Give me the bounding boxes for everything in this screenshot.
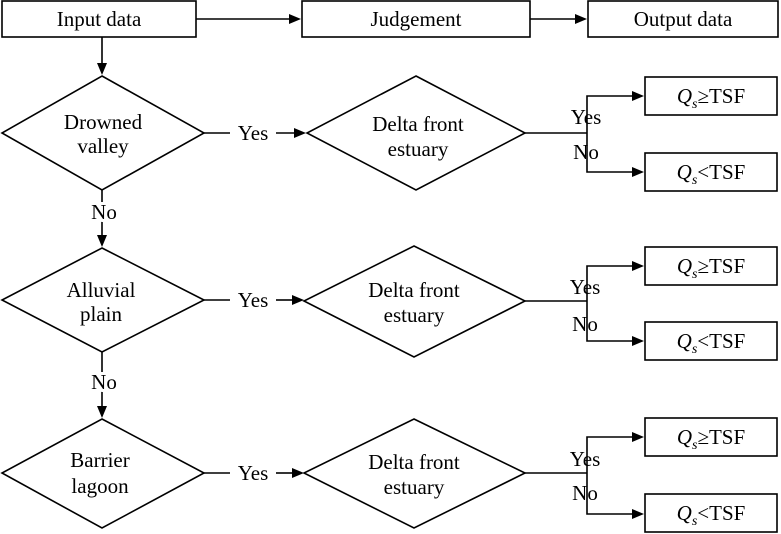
judgement-box (301, 0, 531, 38)
q-subscript: s (692, 342, 698, 357)
output-data-label: Output data (634, 7, 733, 31)
judgement-2-line2: estuary (384, 303, 445, 327)
connector (586, 265, 632, 301)
judgement-3-line1: Delta front (368, 450, 460, 474)
result-1-no-text: Qs<TSF (677, 160, 746, 188)
q-symbol: Q (677, 425, 692, 449)
result-text: <TSF (697, 329, 745, 353)
judgement-2-line1: Delta front (368, 278, 460, 302)
result-yes-label-1: Yes (571, 105, 602, 129)
result-no-label-2: No (572, 312, 598, 336)
arrowhead (292, 295, 304, 305)
arrowhead (294, 128, 306, 138)
arrowhead (632, 261, 644, 271)
result-text: ≥TSF (697, 254, 745, 278)
condition-1-line2: valley (77, 134, 129, 158)
result-no-label-3: No (572, 481, 598, 505)
arrowhead (97, 406, 107, 418)
result-3-yes-text: Qs≥TSF (677, 425, 745, 453)
connector (586, 95, 632, 133)
arrowhead (632, 91, 644, 101)
branch-yes-3: Yes (238, 461, 269, 485)
result-3-no-text: Qs<TSF (677, 501, 746, 529)
result-1-yes-text: Qs≥TSF (677, 84, 745, 112)
connector (586, 473, 632, 515)
q-symbol: Q (677, 329, 692, 353)
judgement-diamond-2 (302, 245, 527, 358)
q-symbol: Q (677, 84, 692, 108)
result-box-1-yes (644, 76, 778, 116)
branch-yes-2: Yes (238, 288, 269, 312)
q-subscript: s (692, 514, 698, 529)
judgement-label: Judgement (371, 7, 462, 31)
arrowhead (97, 63, 107, 75)
result-box-2-yes (644, 246, 778, 286)
branch-yes-1: Yes (238, 121, 269, 145)
condition-3-line2: lagoon (71, 474, 129, 498)
result-text: <TSF (697, 160, 745, 184)
q-subscript: s (692, 173, 698, 188)
result-text: ≥TSF (697, 425, 745, 449)
arrowhead (632, 336, 644, 346)
condition-2-line1: Alluvial (67, 278, 136, 302)
input-data-box (1, 0, 197, 38)
condition-2-line2: plain (80, 302, 122, 326)
connector (586, 301, 632, 342)
connector (586, 436, 632, 473)
judgement-3-line2: estuary (384, 475, 445, 499)
result-box-3-no (644, 493, 778, 533)
arrowhead (289, 14, 301, 24)
arrowhead (632, 167, 644, 177)
arrowhead (575, 14, 587, 24)
judgement-diamond-3 (302, 418, 527, 529)
q-subscript: s (692, 97, 698, 112)
result-text: <TSF (697, 501, 745, 525)
q-symbol: Q (677, 160, 692, 184)
arrowhead (292, 468, 304, 478)
result-box-1-no (644, 152, 778, 192)
result-text: ≥TSF (697, 84, 745, 108)
condition-diamond-3 (0, 418, 206, 529)
q-subscript: s (692, 438, 698, 453)
result-yes-label-2: Yes (570, 275, 601, 299)
q-symbol: Q (677, 254, 692, 278)
result-2-no-text: Qs<TSF (677, 329, 746, 357)
condition-1-line1: Drowned (64, 110, 143, 134)
condition-3-line1: Barrier (70, 448, 129, 472)
branch-no-1: No (91, 200, 117, 224)
result-2-yes-text: Qs≥TSF (677, 254, 745, 282)
arrowhead (97, 235, 107, 247)
q-symbol: Q (677, 501, 692, 525)
result-yes-label-3: Yes (570, 447, 601, 471)
result-no-label-1: No (573, 140, 599, 164)
judgement-1-line1: Delta front (372, 112, 464, 136)
arrowhead (632, 509, 644, 519)
output-data-box (587, 0, 779, 38)
q-subscript: s (692, 267, 698, 282)
judgement-diamond-1 (305, 75, 527, 191)
branch-no-2: No (91, 370, 117, 394)
result-box-3-yes (644, 417, 778, 457)
result-box-2-no (644, 321, 778, 361)
input-data-label: Input data (57, 7, 142, 31)
judgement-1-line2: estuary (388, 137, 449, 161)
connector (586, 133, 632, 173)
arrowhead (632, 432, 644, 442)
